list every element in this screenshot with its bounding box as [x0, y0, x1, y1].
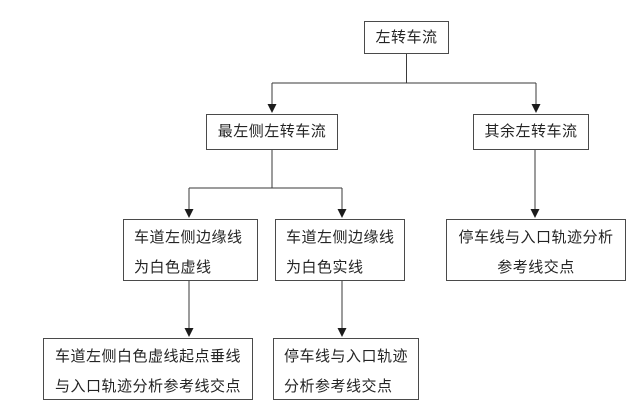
node-label-line1: 停车线与入口轨迹	[284, 349, 409, 365]
node-stopline-trajectory-intersection-mid: 停车线与入口轨迹 分析参考线交点	[273, 338, 419, 400]
node-other-left-turn-flows: 其余左转车流	[473, 114, 589, 150]
node-stopline-trajectory-intersection-right: 停车线与入口轨迹分析 参考线交点	[446, 219, 626, 281]
node-left-edge-white-solid: 车道左侧边缘线 为白色实线	[275, 219, 405, 281]
node-leftmost-left-turn-flow: 最左侧左转车流	[206, 114, 338, 150]
node-left-edge-white-dashed: 车道左侧边缘线 为白色虚线	[123, 219, 258, 281]
node-label-line1: 车道左侧边缘线	[134, 230, 243, 246]
node-label: 左转车流	[375, 29, 438, 46]
node-label-line2: 为白色虚线	[134, 260, 212, 276]
node-label-line2: 为白色实线	[286, 260, 364, 276]
node-left-turn-flow: 左转车流	[364, 21, 449, 54]
node-label-line2: 分析参考线交点	[284, 379, 393, 395]
node-label: 其余左转车流	[484, 124, 578, 140]
node-label-line2: 参考线交点	[497, 260, 575, 276]
node-label-line1: 车道左侧白色虚线起点垂线	[54, 349, 241, 365]
node-dashed-start-perpendicular-intersection: 车道左侧白色虚线起点垂线 与入口轨迹分析参考线交点	[43, 338, 253, 400]
node-label-line1: 停车线与入口轨迹分析	[458, 230, 614, 246]
node-label: 最左侧左转车流	[217, 124, 327, 140]
node-label-line1: 车道左侧边缘线	[286, 230, 395, 246]
node-label-line2: 与入口轨迹分析参考线交点	[54, 379, 241, 395]
